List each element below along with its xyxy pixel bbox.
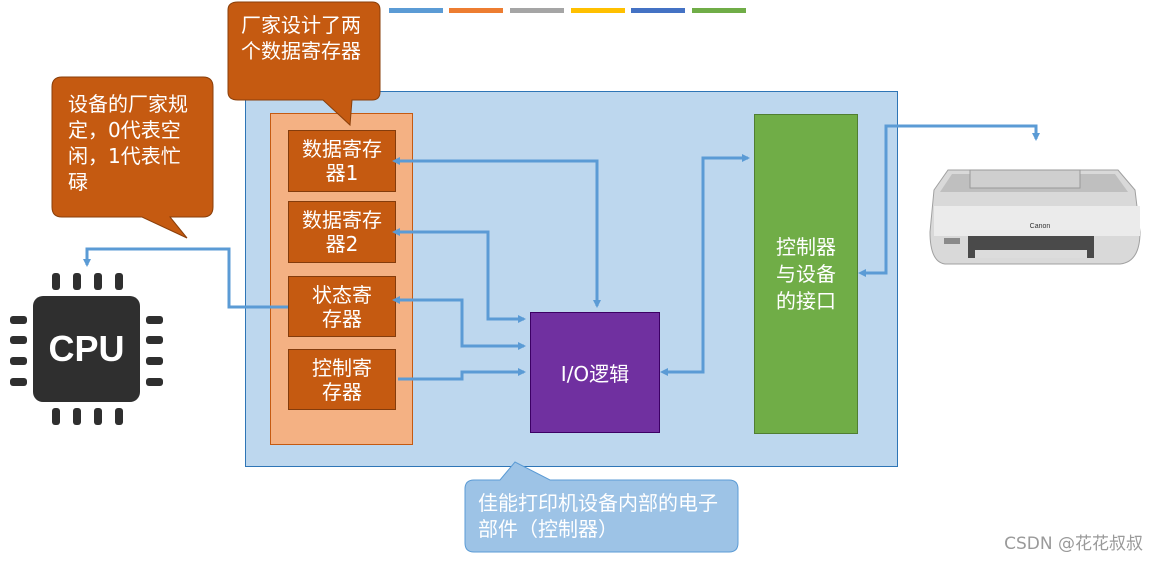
cpu-icon [10,273,163,425]
interface-to-printer-arrow [858,124,1040,277]
control-to-io-arrow [398,368,526,381]
printer-brand-label: Canon [1029,223,1051,230]
data-register-1: 数据寄存器1 [288,130,396,192]
color-bar-6 [692,8,746,13]
data-register-1-label: 数据寄存器1 [302,137,382,185]
status-to-io-arrow [392,296,526,350]
control-register: 控制寄存器 [288,349,396,410]
data-register-2-label: 数据寄存器2 [302,208,382,256]
data1-to-io-arrow [392,157,601,308]
callout-vendor-shape [227,1,381,127]
color-bar-4 [571,8,625,13]
status-register-label: 状态寄存器 [312,282,372,331]
color-bar-2 [449,8,503,13]
callout-controller-text: 佳能打印机设备内部的电子部件（控制器） [478,491,718,541]
callout-controller-shape [464,461,739,553]
watermark: CSDN @花花叔叔 [1004,534,1143,554]
color-bar-5 [631,8,685,13]
callout-vendor-text: 厂家设计了两个数据寄存器 [241,13,361,63]
device-interface-block: 控制器与设备的接口 [754,114,858,434]
status-to-cpu-arrow [83,247,288,309]
control-register-label: 控制寄存器 [312,355,372,404]
io-logic-block: I/O逻辑 [530,312,660,433]
callout-busy-shape [51,76,214,239]
callout-busy-text: 设备的厂家规定，0代表空闲，1代表忙碌 [68,92,188,194]
io-logic-label: I/O逻辑 [560,362,630,386]
color-bar-3 [510,8,564,13]
color-bar-1 [389,8,443,13]
device-interface-label: 控制器与设备的接口 [776,234,836,313]
printer-icon [929,169,1141,265]
io-to-interface-arrow [660,154,750,376]
status-register: 状态寄存器 [288,276,396,337]
cpu-label: CPU [48,328,125,369]
